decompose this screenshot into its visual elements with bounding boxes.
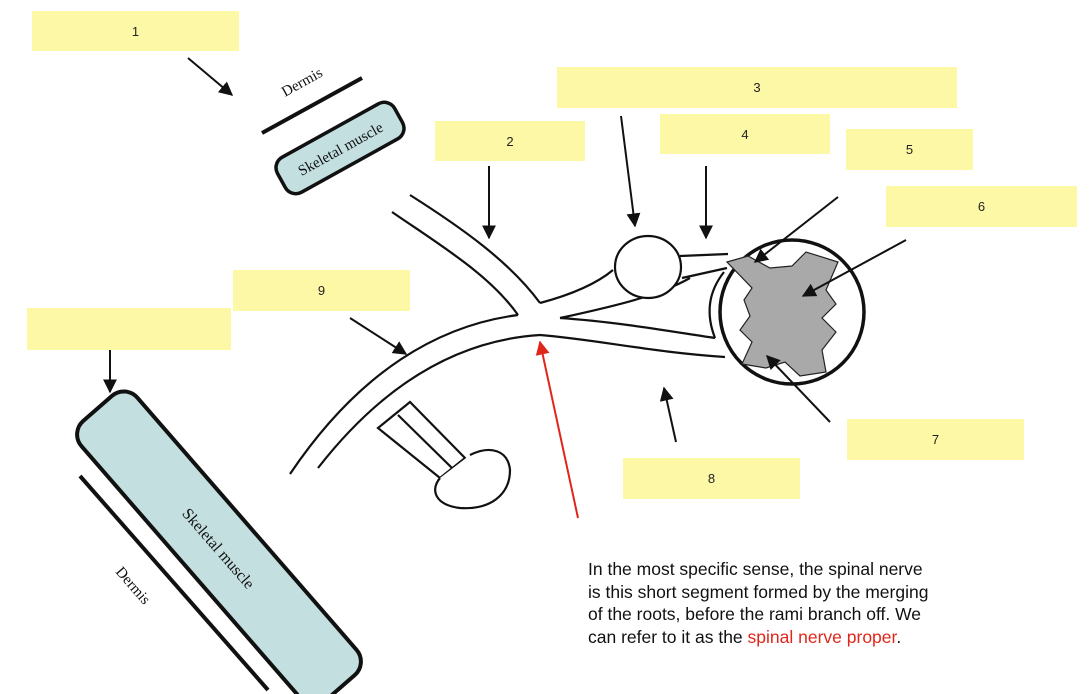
arrow-6 [801, 239, 907, 297]
label-4-text: 4 [741, 126, 749, 142]
spinal-nerve-proper-arrow [535, 340, 579, 519]
label-box-6[interactable]: 6 [886, 186, 1077, 227]
upper-dermis-line [261, 76, 363, 135]
caption-line-1: In the most specific sense, the spinal n… [588, 559, 923, 579]
label-7-text: 7 [931, 432, 940, 447]
label-box-10[interactable] [27, 308, 231, 350]
arrow-9 [349, 317, 408, 355]
arrow-5 [753, 196, 839, 263]
label-box-2[interactable]: 2 [435, 121, 585, 161]
label-box-1[interactable]: 1 [32, 11, 239, 51]
upper-dermis-label: Dermis [279, 65, 326, 100]
arrow-1 [187, 57, 234, 96]
label-box-3[interactable]: 3 [557, 67, 957, 108]
gray-matter [725, 251, 839, 377]
label-box-7[interactable]: 7 [847, 419, 1024, 460]
lower-dermis-line [78, 474, 270, 692]
label-6-text: 6 [977, 199, 986, 214]
arrow-3 [620, 115, 641, 228]
caption-text: In the most specific sense, the spinal n… [588, 558, 1058, 648]
spinal-nerve-proper-term: spinal nerve proper [747, 626, 897, 647]
label-3-text: 3 [753, 80, 761, 95]
caption-line-4: can refer to it as the spinal nerve prop… [588, 626, 1058, 649]
label-5-text: 5 [905, 142, 914, 157]
lower-dermis-label: Dermis [112, 564, 153, 608]
label-box-4[interactable]: 4 [660, 114, 830, 154]
caption-line-3: of the roots, before the rami branch off… [588, 604, 922, 624]
label-box-9[interactable]: 9 [233, 270, 410, 311]
caption-line-4-end: . [896, 626, 902, 647]
label-8-text: 8 [707, 471, 716, 486]
arrow-7 [766, 354, 831, 423]
caption-line-4-start: can refer to it as the [588, 626, 748, 647]
upper-skeletal-muscle: Skeletal muscle [274, 100, 406, 196]
label-1-text: 1 [131, 23, 140, 39]
arrow-8 [659, 386, 677, 443]
label-9-text: 9 [317, 283, 326, 298]
label-box-5[interactable]: 5 [846, 129, 973, 170]
arrows [103, 57, 907, 443]
label-box-8[interactable]: 8 [623, 458, 800, 499]
label-2-text: 2 [506, 133, 514, 149]
caption-line-2: is this short segment formed by the merg… [588, 581, 929, 602]
